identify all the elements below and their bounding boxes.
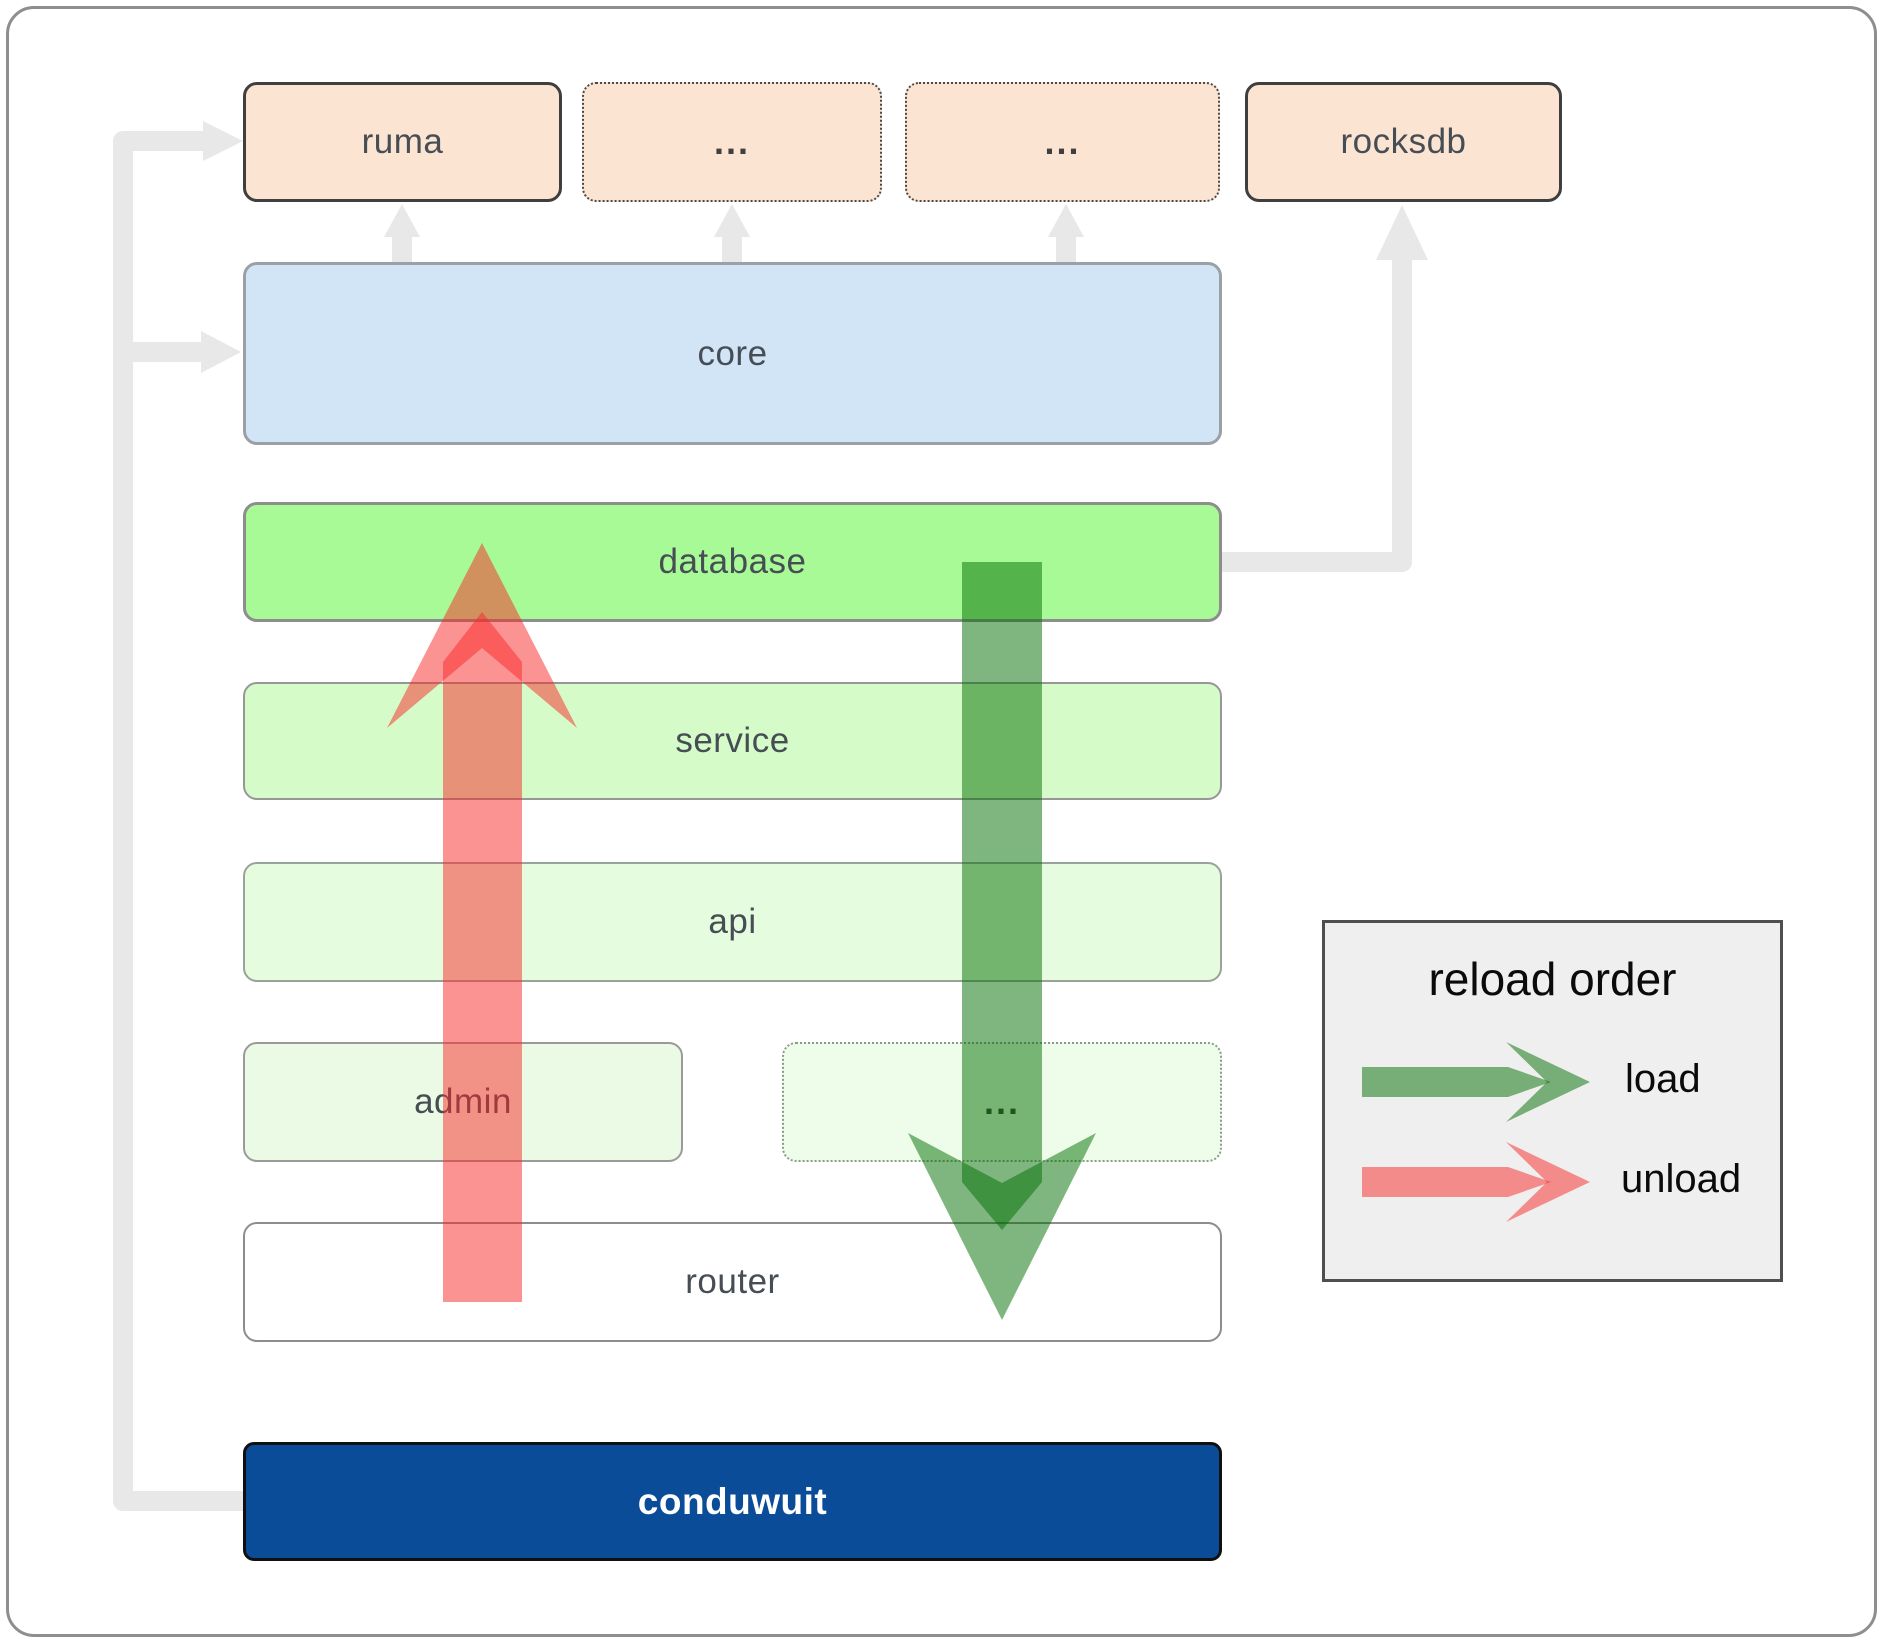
- legend-title: reload order: [1428, 953, 1677, 1005]
- box-rocksdb: rocksdb: [1245, 82, 1562, 202]
- layer-conduwuit: conduwuit: [243, 1442, 1222, 1561]
- database-label: database: [658, 542, 807, 581]
- core-label: core: [697, 333, 768, 373]
- dependency-more-1-label: ...: [713, 121, 750, 162]
- box-dependency-more-1: ...: [582, 82, 882, 202]
- layer-more: ...: [782, 1042, 1222, 1162]
- ruma-label: ruma: [361, 122, 444, 161]
- dependency-more-2-label: ...: [1044, 121, 1081, 162]
- legend-load-label: load: [1625, 1057, 1701, 1101]
- layer-database: database: [243, 502, 1222, 622]
- rocksdb-label: rocksdb: [1340, 122, 1467, 161]
- box-dependency-more-2: ...: [905, 82, 1220, 202]
- router-label: router: [685, 1262, 780, 1301]
- layer-api: api: [243, 862, 1222, 982]
- layer-core: core: [243, 262, 1222, 445]
- layer-router: router: [243, 1222, 1222, 1342]
- legend-unload-label: unload: [1621, 1157, 1742, 1201]
- layer-admin: admin: [243, 1042, 683, 1162]
- layer-service: service: [243, 682, 1222, 800]
- conduwuit-label: conduwuit: [637, 1480, 828, 1522]
- service-label: service: [675, 721, 790, 760]
- api-label: api: [708, 902, 757, 941]
- admin-label: admin: [414, 1082, 512, 1121]
- diagram-outer-frame: [6, 6, 1877, 1637]
- box-ruma: ruma: [243, 82, 562, 202]
- layer-more-label: ...: [983, 1081, 1020, 1122]
